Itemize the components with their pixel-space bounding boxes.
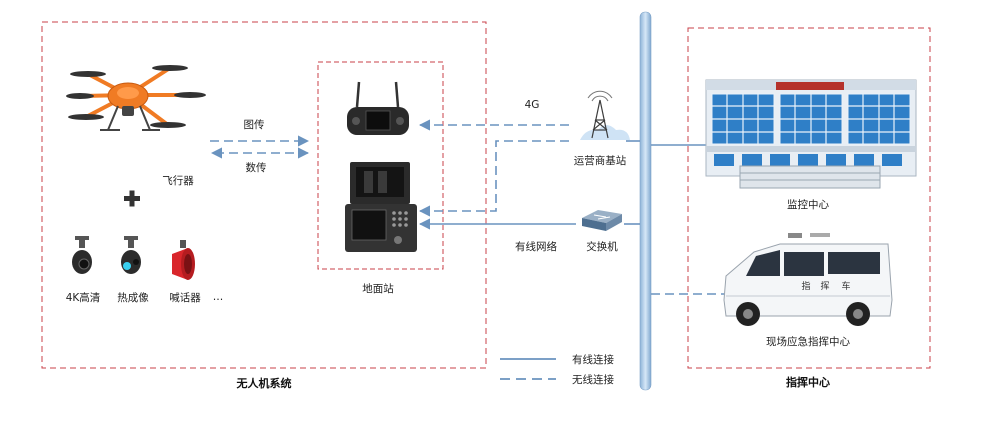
legend-wired-label: 有线连接: [572, 353, 614, 366]
command-vehicle-icon: [723, 233, 893, 326]
command-center-title: 指挥中心: [786, 375, 830, 389]
carrier-station-label: 运营商基站: [574, 154, 627, 167]
switch-label: 交换机: [586, 240, 618, 253]
hexacopter-drone-icon: [66, 65, 206, 131]
legend-wireless-label: 无线连接: [572, 373, 614, 386]
legend: 有线连接 无线连接: [500, 353, 614, 386]
loudspeaker-icon: [172, 240, 195, 280]
aircraft-label: 飞行器: [162, 174, 194, 187]
payload-label-speaker: 喊话器: [169, 292, 201, 304]
gimbal-camera-icon: [72, 236, 92, 274]
mobile-command-center-label: 现场应急指挥中心: [766, 335, 850, 348]
payload-label-thermal: 热成像: [117, 291, 149, 304]
monitoring-building-icon: [705, 79, 917, 189]
wired-network-label: 有线网络: [515, 240, 557, 253]
command-center-frame: [687, 27, 931, 369]
cellular-4g-label: 4G: [525, 99, 540, 111]
ground-station-label: 地面站: [362, 282, 394, 295]
thermal-camera-icon: [121, 236, 141, 274]
ground-station-frame: [317, 61, 444, 270]
vehicle-text-char-1: 指: [801, 280, 810, 292]
uav-system-frame: [41, 21, 487, 369]
vehicle-text-char-2: 挥: [820, 280, 829, 292]
monitoring-center-label: 监控中心: [787, 198, 829, 211]
terminal-to-base-station-link: [418, 140, 570, 217]
image-transmission-label: 图传: [244, 119, 265, 131]
ground-station-terminal-icon: [345, 162, 417, 252]
network-switch-icon: [582, 210, 622, 231]
base-station-tower-icon: [580, 90, 630, 140]
payload-more-ellipsis: …: [213, 291, 224, 303]
network-bus-pole: [639, 11, 652, 391]
vehicle-text-char-3: 车: [841, 280, 850, 292]
remote-controller-icon: [347, 81, 409, 135]
plus-icon: [124, 190, 140, 207]
payload-label-4k: 4K高清: [66, 291, 101, 304]
uav-system-title: 无人机系统: [236, 376, 292, 390]
data-transmission-label: 数传: [246, 161, 267, 174]
